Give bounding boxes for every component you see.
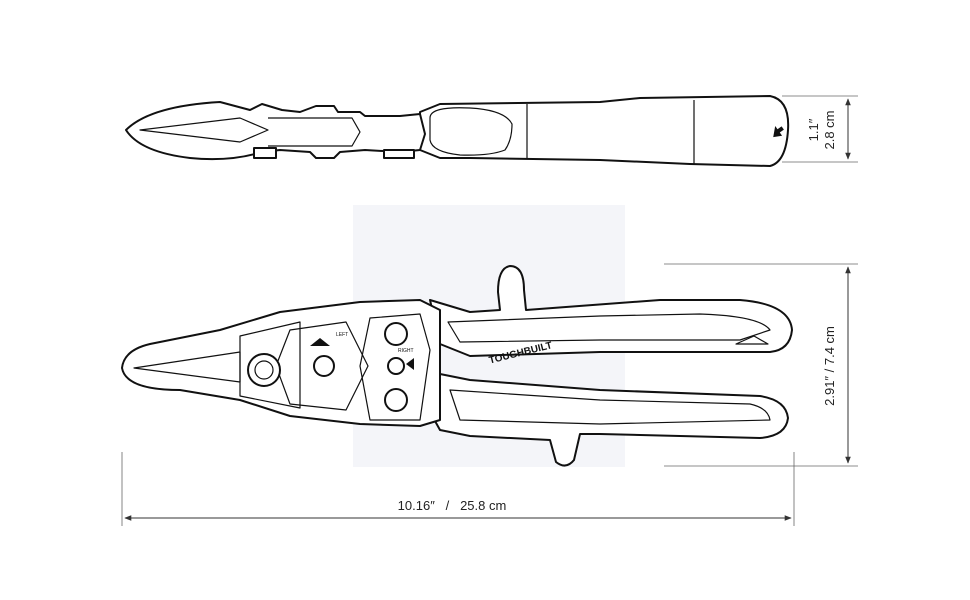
top-view-handle: [419, 95, 790, 167]
thickness-label-in: 1.1″: [806, 118, 821, 141]
upper-handle: [429, 265, 793, 357]
height-label: 2.91″ / 7.4 cm: [822, 326, 837, 406]
length-label: 10.16″ / 25.8 cm: [398, 498, 507, 513]
pliers-top-view: [125, 95, 790, 167]
svg-text:LEFT: LEFT: [336, 332, 348, 338]
top-view-jaw: [125, 101, 426, 161]
thickness-label-cm: 2.8 cm: [822, 110, 837, 149]
svg-text:RIGHT: RIGHT: [398, 348, 414, 354]
thickness-dimension: 1.1″ 2.8 cm: [782, 95, 858, 163]
pliers-front-view: LEFT RIGHT TOUGHBUILT: [121, 265, 793, 467]
jaw-head: [121, 299, 441, 427]
length-dimension: 10.16″ / 25.8 cm: [121, 452, 795, 526]
height-dimension: 2.91″ / 7.4 cm: [664, 263, 858, 467]
lower-handle: [429, 371, 789, 467]
